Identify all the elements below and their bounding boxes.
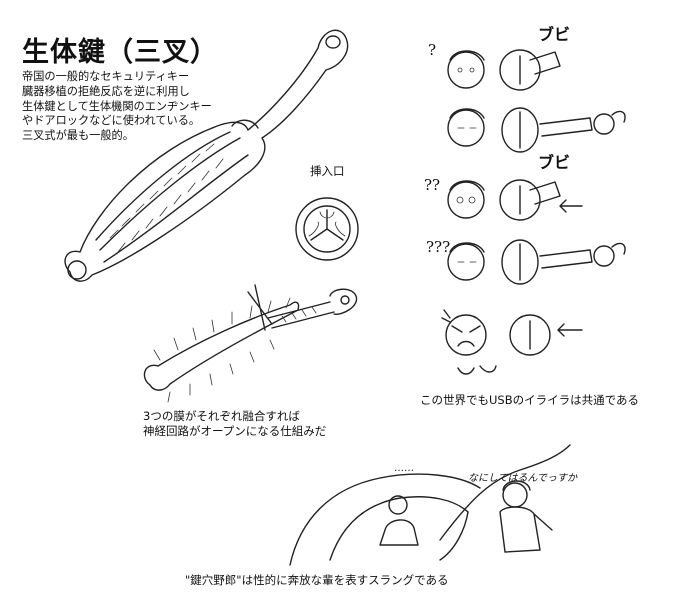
description-text: 帝国の一般的なセキュリティキー 臓器移植の拒絶反応を逆に利用し 生体鍵として生体… bbox=[22, 70, 212, 144]
usb-caption: この世界でもUSBのイライラは共通である bbox=[420, 393, 639, 407]
description-line: 臓器移植の拒絶反応を逆に利用し bbox=[22, 84, 190, 98]
description-line: 三叉式が最も一般的。 bbox=[22, 129, 134, 143]
speech-dots: …… bbox=[394, 463, 414, 474]
svg-text:?: ? bbox=[428, 41, 436, 59]
description-line: 帝国の一般的なセキュリティキー bbox=[22, 70, 190, 83]
usb-comic: ? ブビ ?? ブビ ??? bbox=[424, 25, 626, 375]
bottom-caption: "鍵穴野郎"は性的に奔放な輩を表すスラングである bbox=[185, 573, 449, 587]
svg-text:ブビ: ブビ bbox=[538, 153, 570, 172]
page-title: 生体鍵（三叉） bbox=[22, 37, 218, 68]
membrane-caption-line: 3つの膜がそれぞれ融合すれば bbox=[143, 409, 300, 423]
car-scene-illustration bbox=[289, 444, 571, 566]
svg-text:???: ??? bbox=[426, 238, 450, 256]
keyhole-illustration bbox=[295, 197, 359, 261]
membrane-caption: 3つの膜がそれぞれ融合すれば 神経回路がオープンになる仕組みだ bbox=[143, 409, 326, 439]
svg-text:ブビ: ブビ bbox=[538, 25, 570, 44]
inserted-key-illustration bbox=[143, 284, 358, 403]
membrane-caption-line: 神経回路がオープンになる仕組みだ bbox=[143, 424, 327, 438]
insert-label: 挿入口 bbox=[310, 164, 345, 178]
svg-text:??: ?? bbox=[424, 176, 440, 194]
bio-key-illustration bbox=[64, 29, 349, 282]
speech-text: なにしてはるんでっすか bbox=[468, 473, 577, 484]
description-line: 生体鍵として生体機関のエンヂンキー bbox=[22, 99, 212, 113]
description-line: やドアロックなどに使われている。 bbox=[22, 114, 201, 128]
